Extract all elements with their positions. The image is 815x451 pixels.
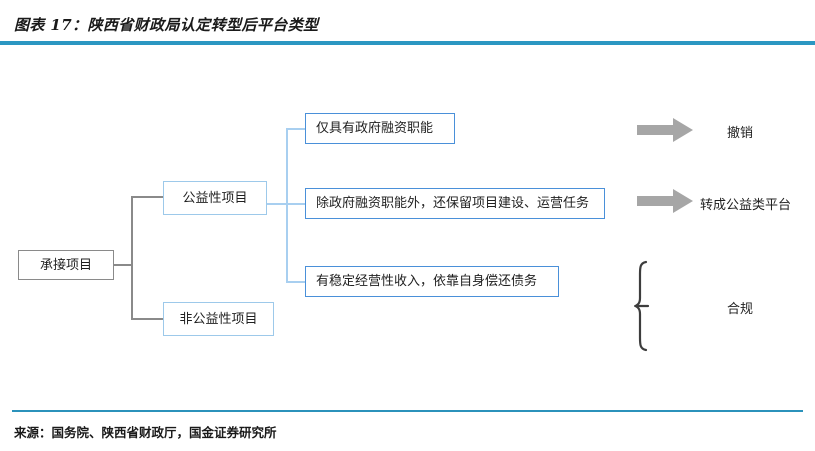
connector-gray-trunk bbox=[131, 196, 133, 320]
node-label: 除政府融资职能外，还保留项目建设、运营任务 bbox=[316, 195, 590, 211]
node-criterion-financing-only[interactable]: 仅具有政府融资职能 bbox=[305, 113, 455, 144]
node-label: 非公益性项目 bbox=[179, 310, 258, 326]
connector-blue-branch-3 bbox=[286, 281, 306, 283]
page-title: 图表 17：陕西省财政局认定转型后平台类型 bbox=[14, 16, 319, 34]
title-underline-rule bbox=[0, 41, 815, 45]
footer-separator-rule bbox=[12, 410, 803, 412]
outcome-label-cancel: 撤销 bbox=[727, 125, 754, 140]
node-label: 有稳定经营性收入，依靠自身偿还债务 bbox=[316, 273, 538, 289]
outcome-label-compliant: 合规 bbox=[727, 301, 754, 316]
outcome-label-convert-to-public-welfare-platform: 转成公益类平台 bbox=[700, 197, 792, 212]
connector-gray-branch-top bbox=[131, 196, 164, 198]
node-label: 承接项目 bbox=[39, 256, 92, 272]
source-note: 来源：国务院、陕西省财政厅，国金证券研究所 bbox=[14, 425, 277, 440]
connector-blue-trunk bbox=[286, 128, 288, 282]
curly-brace-icon bbox=[634, 260, 656, 352]
node-criterion-financing-plus-construction[interactable]: 除政府融资职能外，还保留项目建设、运营任务 bbox=[305, 188, 605, 219]
node-non-public-welfare-project[interactable]: 非公益性项目 bbox=[163, 302, 274, 336]
node-criterion-stable-revenue[interactable]: 有稳定经营性收入，依靠自身偿还债务 bbox=[305, 266, 559, 297]
connector-blue-stub bbox=[266, 203, 288, 205]
right-arrow-icon bbox=[637, 189, 693, 213]
connector-blue-branch-2 bbox=[286, 203, 306, 205]
node-label: 公益性项目 bbox=[182, 189, 248, 205]
node-root-undertaking-project[interactable]: 承接项目 bbox=[18, 250, 114, 280]
connector-gray-branch-bottom bbox=[131, 318, 164, 320]
node-public-welfare-project[interactable]: 公益性项目 bbox=[163, 181, 267, 215]
node-label: 仅具有政府融资职能 bbox=[316, 120, 434, 136]
connector-blue-branch-1 bbox=[286, 128, 306, 130]
right-arrow-icon bbox=[637, 118, 693, 142]
connector-root-stub bbox=[113, 264, 133, 266]
